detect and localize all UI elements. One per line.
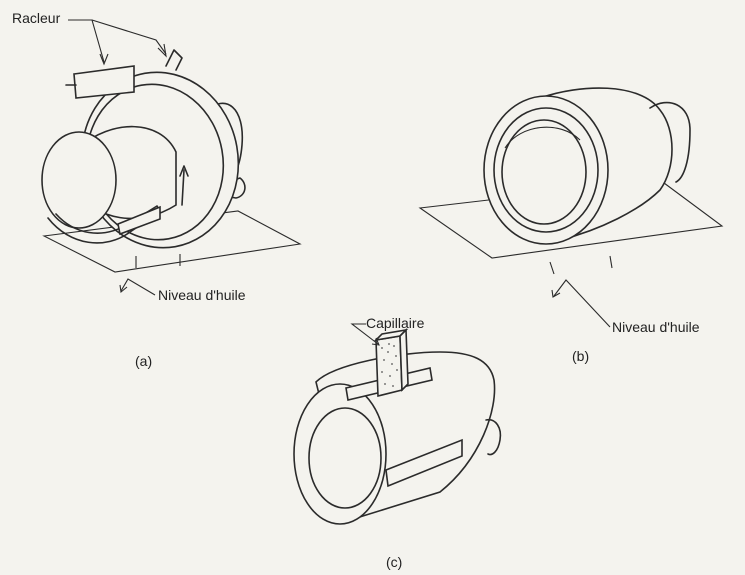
clip-a <box>165 49 183 71</box>
figure-a <box>41 19 302 296</box>
scraper-top-a <box>73 65 135 99</box>
rotation-arrow-a <box>181 169 185 206</box>
shaft-c <box>308 407 382 509</box>
figure-b <box>418 87 724 328</box>
scraper-bottom-a <box>117 205 161 236</box>
caption-a: (a) <box>135 353 153 369</box>
caption-c: (c) <box>386 554 403 570</box>
bottom-pad-c <box>385 438 463 488</box>
label-oil-level-a: Niveau d'huile <box>158 287 246 303</box>
shaft-b <box>501 119 587 225</box>
label-racleur: Racleur <box>12 10 61 26</box>
wick-texture <box>381 343 398 387</box>
shaft-end-a <box>41 131 117 229</box>
outer-face-b <box>483 95 609 245</box>
label-capillaire: Capillaire <box>366 315 425 331</box>
caption-b: (b) <box>572 348 590 364</box>
capillary-wick-c <box>375 335 403 398</box>
figure-c <box>293 323 502 525</box>
label-oil-level-b: Niveau d'huile <box>612 319 700 335</box>
bearing-ring-b <box>493 107 599 233</box>
